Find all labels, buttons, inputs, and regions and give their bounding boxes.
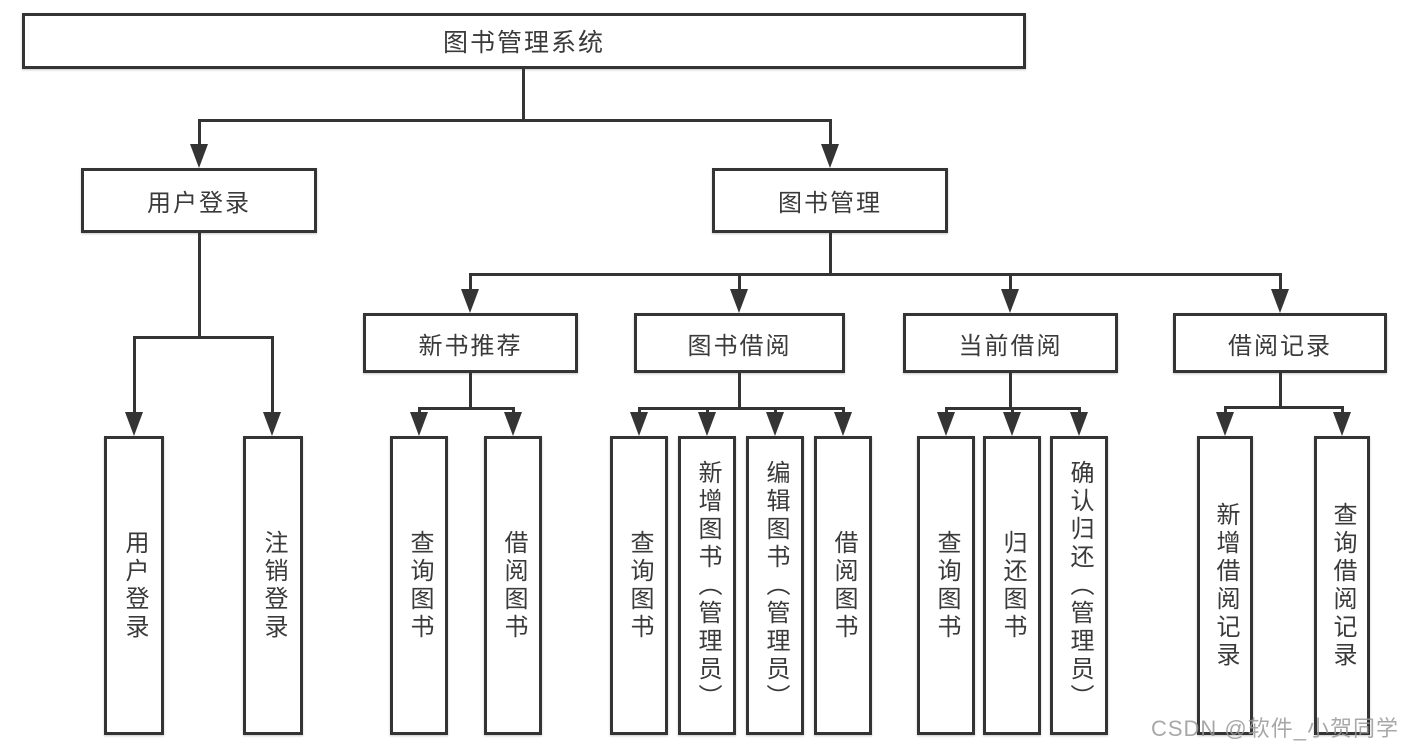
node-borrowing-records: 借阅记录 [1173,313,1387,373]
node-user-login: 用户登录 [81,168,317,233]
connector-current-stem [1009,373,1012,410]
arrowhead-down [190,144,208,168]
csdn-watermark: CSDN @软件_小贺同学 [1150,716,1399,741]
leaf-query-books-recommend: 查询图书 [390,436,448,735]
connector-level2-drop [1279,273,1282,291]
connector-book-mgmt-drop [829,119,832,149]
leaf-add-borrow-record: 新增借阅记录 [1197,436,1253,735]
node-label: 图书借阅 [687,332,792,360]
connector-leaf-drop [1341,406,1344,415]
node-label: 用户登录 [147,190,251,217]
leaf-label: 查询图书 [933,529,960,642]
node-label: 借阅记录 [1228,332,1332,360]
connector-user-login-drop [198,119,201,149]
leaf-label: 注销登录 [260,529,287,642]
leaf-edit-books-admin: 编辑图书（管理员） [746,436,804,735]
connector-records-split [1224,406,1344,409]
arrowhead-down [1216,412,1234,436]
connector-leaf-drop [133,336,136,416]
connector-recommend-split [418,407,515,410]
leaf-label: 查询图书 [406,529,433,642]
connector-leaf-drop [638,407,641,415]
connector-recommend-stem [469,373,472,410]
leaf-label: 新增借阅记录 [1212,501,1239,670]
connector-user-login-split [133,336,274,339]
node-book-management: 图书管理 [712,168,948,233]
arrowhead-down [1003,412,1021,436]
leaf-return-books: 归还图书 [983,436,1041,735]
connector-borrowing-stem [738,373,741,410]
connector-borrowing-split [638,407,845,410]
arrowhead-down [1333,412,1351,436]
arrowhead-down [263,412,281,436]
connector-leaf-drop [271,336,274,416]
connector-leaf-drop [1078,407,1081,415]
leaf-borrow-books-borrowing: 借阅图书 [814,436,872,735]
leaf-label: 用户登录 [121,529,148,642]
leaf-logout: 注销登录 [243,436,303,735]
connector-leaf-drop [706,407,709,415]
arrowhead-down [937,412,955,436]
arrowhead-down [125,412,143,436]
connector-level1-split [198,119,832,122]
leaf-label: 归还图书 [999,529,1026,642]
arrowhead-down [461,289,479,313]
connector-root-stem [522,69,525,119]
connector-level2-drop [738,273,741,291]
leaf-borrow-books-recommend: 借阅图书 [484,436,542,735]
leaf-add-books-admin: 新增图书（管理员） [678,436,736,735]
arrowhead-down [410,412,428,436]
connector-level2-drop [469,273,472,291]
node-label: 图书管理系统 [442,29,605,57]
connector-user-login-stem [198,233,201,339]
arrowhead-down [1271,289,1289,313]
connector-leaf-drop [774,407,777,415]
leaf-label: 新增图书（管理员） [694,459,721,712]
connector-leaf-drop [1224,406,1227,415]
leaf-confirm-return-admin: 确认归还（管理员） [1050,436,1108,735]
arrowhead-down [504,412,522,436]
connector-leaf-drop [945,407,948,415]
leaf-query-borrow-record: 查询借阅记录 [1314,436,1370,735]
leaf-label: 借阅图书 [500,529,527,642]
arrowhead-down [630,412,648,436]
connector-leaf-drop [1011,407,1014,415]
leaf-user-login: 用户登录 [104,436,164,735]
arrowhead-down [834,412,852,436]
leaf-label: 查询借阅记录 [1329,501,1356,670]
arrowhead-down [730,289,748,313]
connector-records-stem [1279,373,1282,409]
node-label: 新书推荐 [418,332,523,360]
connector-leaf-drop [842,407,845,415]
leaf-query-books-current: 查询图书 [917,436,975,735]
leaf-query-books-borrowing: 查询图书 [610,436,668,735]
node-label: 图书管理 [778,190,882,217]
node-book-management-system: 图书管理系统 [22,13,1026,69]
leaf-label: 借阅图书 [830,529,857,642]
node-new-book-recommendation: 新书推荐 [363,313,578,373]
arrowhead-down [1070,412,1088,436]
connector-level2-split [469,273,1282,276]
arrowhead-down [821,144,839,168]
arrowhead-down [1001,289,1019,313]
arrowhead-down [766,412,784,436]
connector-leaf-drop [418,407,421,415]
connector-level2-drop [1009,273,1012,291]
leaf-label: 查询图书 [626,529,653,642]
connector-book-mgmt-stem [829,233,832,276]
connector-leaf-drop [512,407,515,415]
leaf-label: 确认归还（管理员） [1066,459,1093,712]
leaf-label: 编辑图书（管理员） [762,459,789,712]
node-label: 当前借阅 [958,332,1063,360]
node-current-borrowing: 当前借阅 [903,313,1118,373]
node-book-borrowing: 图书借阅 [634,313,845,373]
arrowhead-down [698,412,716,436]
